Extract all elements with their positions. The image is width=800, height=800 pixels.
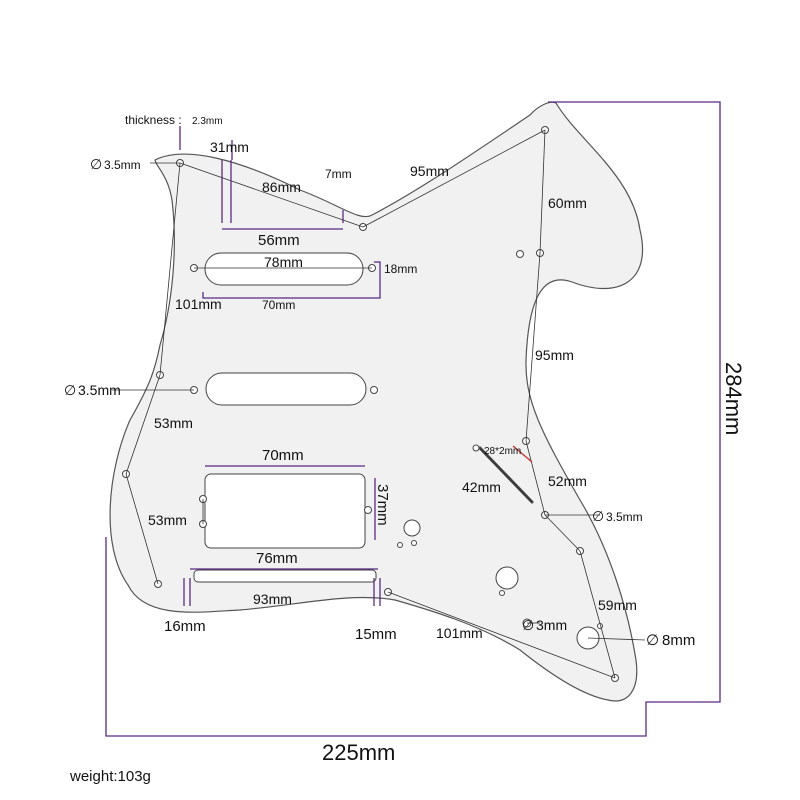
length-70-single-label: 70mm (262, 298, 295, 312)
length-95-top-label: 95mm (410, 163, 449, 179)
detail-dimension-lines (179, 126, 381, 606)
length-95-right-label: 95mm (535, 347, 574, 363)
thickness-label: thickness : (125, 113, 182, 127)
slot-marker (512, 445, 533, 463)
thickness-value: 2.3mm (192, 116, 223, 127)
neck-pickup-cutout (204, 252, 364, 286)
hole-top-left-label: 3.5mm (104, 158, 141, 172)
length-86-label: 86mm (262, 179, 301, 195)
length-52-label: 52mm (548, 473, 587, 489)
knob-hole-1 (403, 519, 421, 537)
middle-pickup-cutout (205, 372, 367, 406)
pickguard-plate (109, 101, 644, 702)
length-101-bottom-label: 101mm (436, 625, 483, 641)
hole-right-label: 3.5mm (606, 510, 643, 524)
small-hole-2 (411, 540, 417, 546)
measure-lines (112, 129, 646, 679)
width-76-label: 76mm (256, 550, 298, 567)
screw-hole (370, 386, 378, 394)
screw-hole (516, 250, 524, 258)
slot-28x2-label: 28*2mm (484, 446, 521, 457)
length-53-hum-label: 53mm (148, 512, 187, 528)
hole-mid-left-label: 3.5mm (78, 382, 121, 398)
small-hole-1 (397, 542, 403, 548)
length-53-left-label: 53mm (154, 415, 193, 431)
height-18-label: 18mm (384, 262, 417, 276)
height-37-label: 37mm (374, 484, 391, 526)
overall-width-label: 225mm (322, 740, 395, 765)
length-59-label: 59mm (598, 597, 637, 613)
width-16-label: 16mm (164, 618, 206, 635)
width-56-label: 56mm (258, 232, 300, 249)
diameter-symbol: ∅ (592, 508, 604, 524)
width-15-label: 15mm (355, 626, 397, 643)
length-42-label: 42mm (462, 479, 501, 495)
width-70-hum-label: 70mm (262, 447, 304, 464)
hole-3-label: 3mm (536, 617, 567, 633)
diameter-symbol: ∅ (646, 632, 659, 649)
small-hole-3 (499, 590, 505, 596)
width-7-label: 7mm (325, 167, 352, 181)
length-93-label: 93mm (253, 591, 292, 607)
overall-dimension-lines (105, 101, 721, 737)
width-31-label: 31mm (210, 139, 249, 155)
length-101-top-label: 101mm (175, 296, 222, 312)
weight-label: weight:103g (69, 768, 151, 785)
knob-hole-2 (495, 566, 519, 590)
diameter-symbol: ∅ (522, 617, 534, 633)
length-60-label: 60mm (548, 195, 587, 211)
screw-hole (364, 506, 372, 514)
length-78-label: 78mm (264, 254, 303, 270)
overall-height-label: 284mm (721, 362, 746, 435)
hole-8-label: 8mm (662, 632, 695, 649)
screw-hole (472, 444, 480, 452)
diameter-symbol: ∅ (64, 382, 76, 398)
bottom-slot-cutout (193, 569, 377, 583)
diameter-symbol: ∅ (90, 156, 102, 172)
humbucker-cutout (204, 473, 366, 549)
